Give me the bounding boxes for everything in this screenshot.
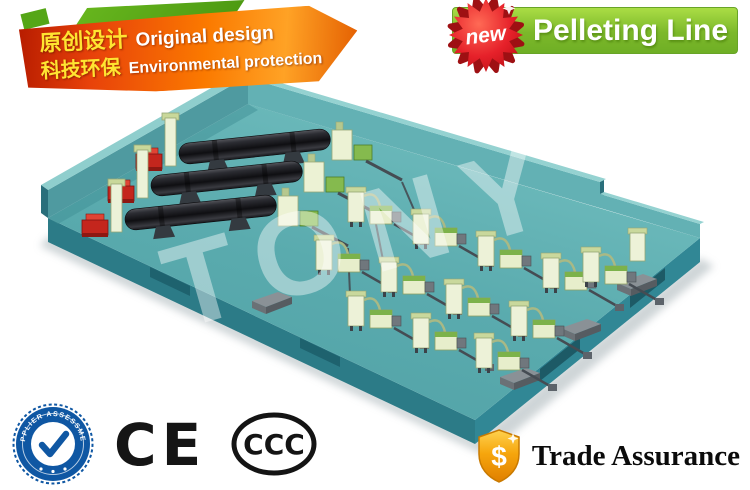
- storage-tank: [627, 227, 648, 262]
- starburst-icon: [449, 0, 523, 72]
- platform-shadow: [40, 236, 714, 456]
- trade-assurance: $ Trade Assurance: [475, 428, 740, 484]
- promo-line2-cn: 科技环保: [40, 56, 122, 83]
- certifications-row: SUPPLIER ASSESSMENT CE CCC: [12, 402, 318, 486]
- ce-mark: CE: [114, 412, 206, 476]
- ccc-label: CCC: [243, 428, 305, 461]
- check-icon: [38, 430, 70, 458]
- ccc-mark: CCC: [231, 412, 317, 476]
- page-title: Pelleting Line: [533, 14, 729, 47]
- green-corner: [20, 8, 50, 30]
- new-badge: new: [447, 0, 525, 74]
- sparkle-icon: [507, 433, 519, 444]
- promo-line2-en: Environmental protection: [128, 49, 323, 77]
- promo-line1-en: Original design: [134, 22, 275, 51]
- sparkle-icon: [502, 2, 516, 15]
- shield-icon: $: [478, 429, 520, 483]
- currency-symbol: $: [491, 441, 507, 472]
- supplier-assessment-badge: SUPPLIER ASSESSMENT: [12, 403, 94, 485]
- promo-line1-cn: 原创设计: [38, 26, 129, 56]
- new-badge-label: new: [464, 21, 509, 49]
- trade-assurance-label: Trade Assurance: [531, 439, 740, 472]
- ce-label: CE: [114, 412, 206, 476]
